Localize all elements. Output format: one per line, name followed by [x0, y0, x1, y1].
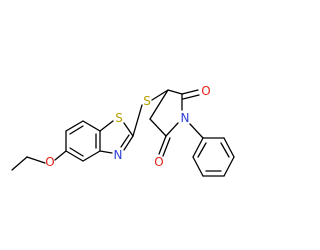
atom-n-ring: N — [114, 148, 123, 162]
bond-b2-b3 — [65, 120, 84, 132]
bond-p5-p6 — [192, 156, 204, 177]
bond-c-s-ring — [99, 120, 114, 132]
bond-ch3-ch2 — [11, 156, 28, 171]
atom-label-o-carbonyl-bottom: O — [154, 155, 163, 169]
structure-canvas: O S N S O N O — [11, 84, 235, 177]
bond-c3-c2 — [167, 89, 183, 95]
succinimide-ring — [149, 89, 200, 157]
phenyl-ring — [192, 137, 235, 177]
atom-label-n-imide: N — [181, 111, 190, 125]
atom-label-n-ring: N — [114, 148, 123, 162]
thiazole-ring — [99, 120, 134, 154]
bond-n-phenyl — [189, 123, 204, 139]
bond-p6-p1-inner — [197, 142, 207, 158]
bond-ch2-o — [26, 156, 46, 164]
bond-c2-n-double — [120, 134, 130, 148]
atom-s-ring: S — [115, 111, 123, 125]
bond-b6-b1-inner — [69, 147, 84, 157]
bond-c4-c3 — [149, 89, 169, 120]
bond-co-top-2 — [182, 94, 200, 100]
bond-c5-c4 — [149, 118, 167, 137]
atom-label-o-carbonyl-top: O — [201, 84, 210, 98]
bond-s-thioether-c3 — [151, 89, 169, 101]
bond-b6-b1 — [65, 150, 84, 162]
bond-p2-p3-inner — [220, 142, 230, 158]
atom-label-o-ether: O — [45, 155, 54, 169]
bond-n-c5 — [165, 122, 179, 137]
atom-label-s-thioether: S — [143, 94, 151, 108]
bond-p2-p3 — [223, 137, 235, 158]
molecule-structure: O S N S O N O — [11, 84, 235, 177]
atom-s-thioether: S — [143, 94, 151, 108]
atom-o-carbonyl-top: O — [201, 84, 210, 98]
bond-s-c2 — [123, 122, 134, 137]
bond-o-aryl — [54, 150, 67, 161]
bond-b5-b6 — [82, 150, 101, 162]
atom-o-carbonyl-bottom: O — [154, 155, 163, 169]
bond-c2-n — [123, 135, 134, 151]
bond-co-bottom-1 — [158, 135, 167, 155]
atom-label-s-ring: S — [115, 111, 123, 125]
ethyl-group — [11, 156, 46, 171]
bond-n-c — [99, 150, 113, 154]
atom-n-imide: N — [181, 111, 190, 125]
bond-c2-s-thioether — [132, 104, 143, 137]
bond-b3-b4 — [82, 120, 101, 132]
atom-o-ether: O — [45, 155, 54, 169]
bond-co-top-1 — [181, 89, 199, 95]
bond-p3-p4 — [223, 156, 235, 177]
bond-co-bottom-2 — [162, 137, 171, 157]
bond-b2-b3-inner — [69, 125, 84, 135]
benzothiazole-benzene-ring — [65, 120, 101, 162]
bond-p6-p1 — [192, 137, 204, 158]
